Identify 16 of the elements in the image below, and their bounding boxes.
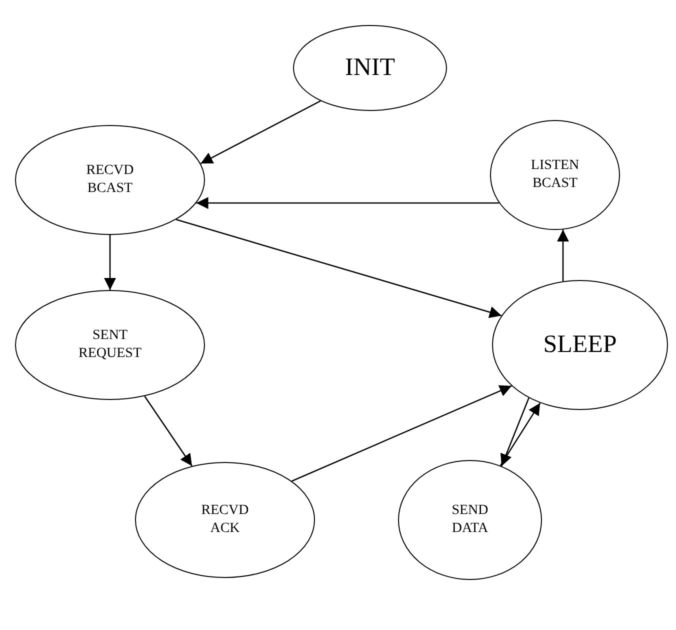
arrow xyxy=(176,218,502,318)
state-label: SENT REQUEST xyxy=(78,327,142,363)
arrow xyxy=(144,396,193,466)
arrow xyxy=(292,385,512,482)
state-label: LISTEN BCAST xyxy=(530,157,580,193)
arrow xyxy=(557,230,569,282)
state-label: SEND DATA xyxy=(452,502,488,538)
state-label: SLEEP xyxy=(543,331,617,359)
arrow xyxy=(196,197,500,209)
state-label: RECVD ACK xyxy=(201,502,249,538)
arrow xyxy=(104,235,116,290)
arrow xyxy=(200,100,321,164)
arrow xyxy=(500,398,530,466)
arrow xyxy=(500,402,541,466)
state-label: RECVD BCAST xyxy=(86,162,134,198)
state-label: INIT xyxy=(345,54,395,82)
